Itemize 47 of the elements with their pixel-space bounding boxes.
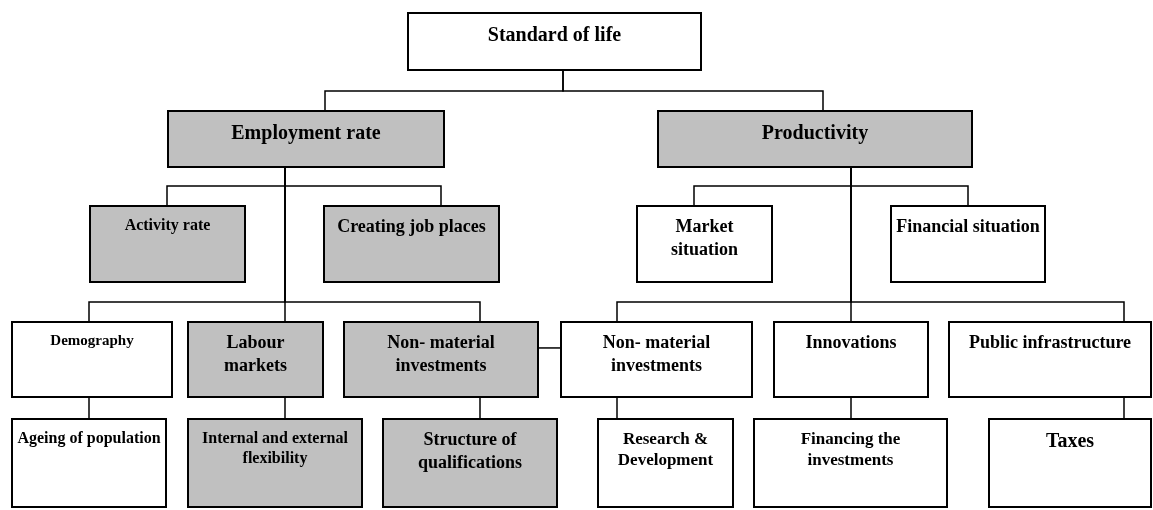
category-box: [753, 418, 948, 508]
category-box: [636, 205, 773, 283]
box-label: Non- material investments: [601, 331, 712, 376]
category-box: [407, 12, 702, 71]
connector-line: [850, 397, 852, 419]
box-label: Productivity: [761, 120, 869, 145]
box-label: Public infrastructure: [968, 331, 1132, 354]
category-box: [187, 418, 363, 508]
box-label: Financial situation: [896, 215, 1040, 238]
category-box: [773, 321, 929, 398]
box-label: Market situation: [670, 215, 739, 260]
box-label: Ageing of population: [17, 428, 161, 448]
box-label: Taxes: [1045, 428, 1095, 453]
category-box: [11, 321, 173, 398]
connector-line: [1123, 397, 1125, 419]
box-label: Structure of qualifications: [417, 428, 523, 473]
category-box: [187, 321, 324, 398]
category-box: [167, 110, 445, 168]
connector-line: [538, 347, 561, 349]
category-box: [11, 418, 167, 508]
category-box: [890, 205, 1046, 283]
box-label: Innovations: [805, 331, 897, 354]
box-label: Employment rate: [231, 120, 381, 145]
box-label: Creating job places: [337, 215, 486, 238]
connector-line: [88, 397, 90, 419]
category-box: [657, 110, 973, 168]
category-box: [988, 418, 1152, 508]
box-label: Internal and external flexibility: [201, 428, 349, 468]
box-label: Non- material investments: [386, 331, 496, 376]
category-box: [323, 205, 500, 283]
category-box: [343, 321, 539, 398]
box-label: Financing the investments: [799, 428, 902, 471]
box-label: Activity rate: [124, 215, 211, 235]
box-label: Labour markets: [223, 331, 288, 376]
category-box: [597, 418, 734, 508]
box-label: Research & Development: [616, 428, 715, 471]
connector-line: [562, 70, 824, 111]
category-box: [382, 418, 558, 508]
box-label: Standard of life: [487, 22, 622, 47]
connector-line: [616, 397, 618, 419]
box-label: Demography: [50, 331, 134, 350]
connector-line: [479, 397, 481, 419]
connector-line: [284, 397, 286, 419]
connector-line: [284, 167, 481, 322]
category-box: [89, 205, 246, 283]
category-box: [560, 321, 753, 398]
category-box: [948, 321, 1152, 398]
